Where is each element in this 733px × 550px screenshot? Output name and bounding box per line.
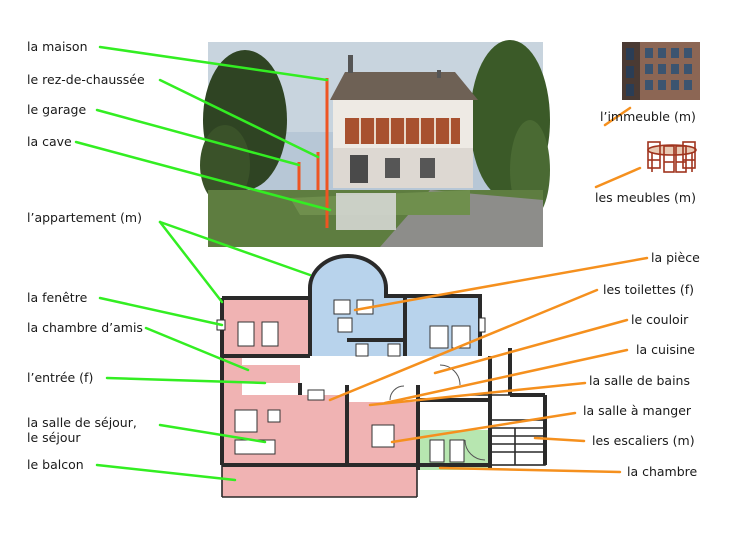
label-cave: la cave — [27, 134, 72, 149]
label-garage: le garage — [27, 102, 87, 117]
label-chambre-amis: la chambre d’amis — [27, 320, 143, 335]
label-maison: la maison — [27, 39, 88, 54]
left-leader-lines — [74, 45, 332, 482]
label-sejour-line1: la salle de séjour, — [27, 415, 137, 430]
label-chambre: la chambre — [627, 464, 698, 479]
label-cuisine: la cuisine — [636, 342, 695, 357]
right-leader-lines — [328, 106, 649, 474]
label-salle-a-manger: la salle à manger — [583, 403, 692, 418]
furniture-image — [647, 141, 697, 173]
room-balcony — [222, 465, 417, 497]
label-appartement: l’appartement (m) — [27, 210, 142, 225]
label-salle-de-bains: la salle de bains — [589, 373, 690, 388]
label-escaliers: les escaliers (m) — [592, 433, 695, 448]
label-balcon: le balcon — [27, 457, 84, 472]
label-fenetre: la fenêtre — [27, 290, 88, 305]
label-toilettes: les toilettes (f) — [603, 282, 694, 297]
label-rez-de-chaussee: le rez-de-chaussée — [27, 72, 145, 87]
floor-plan — [216, 254, 547, 498]
label-entree: l’entrée (f) — [27, 370, 94, 385]
label-sejour-line2: le séjour — [27, 430, 81, 445]
room-entrance — [242, 365, 300, 383]
label-couloir: le couloir — [631, 312, 689, 327]
label-salle-de-sejour: la salle de séjour, le séjour — [27, 415, 187, 445]
label-meubles: les meubles (m) — [595, 190, 696, 205]
house-photo — [200, 40, 550, 247]
building-image — [622, 42, 700, 100]
label-piece: la pièce — [651, 250, 700, 265]
label-immeuble: l’immeuble (m) — [600, 109, 696, 124]
